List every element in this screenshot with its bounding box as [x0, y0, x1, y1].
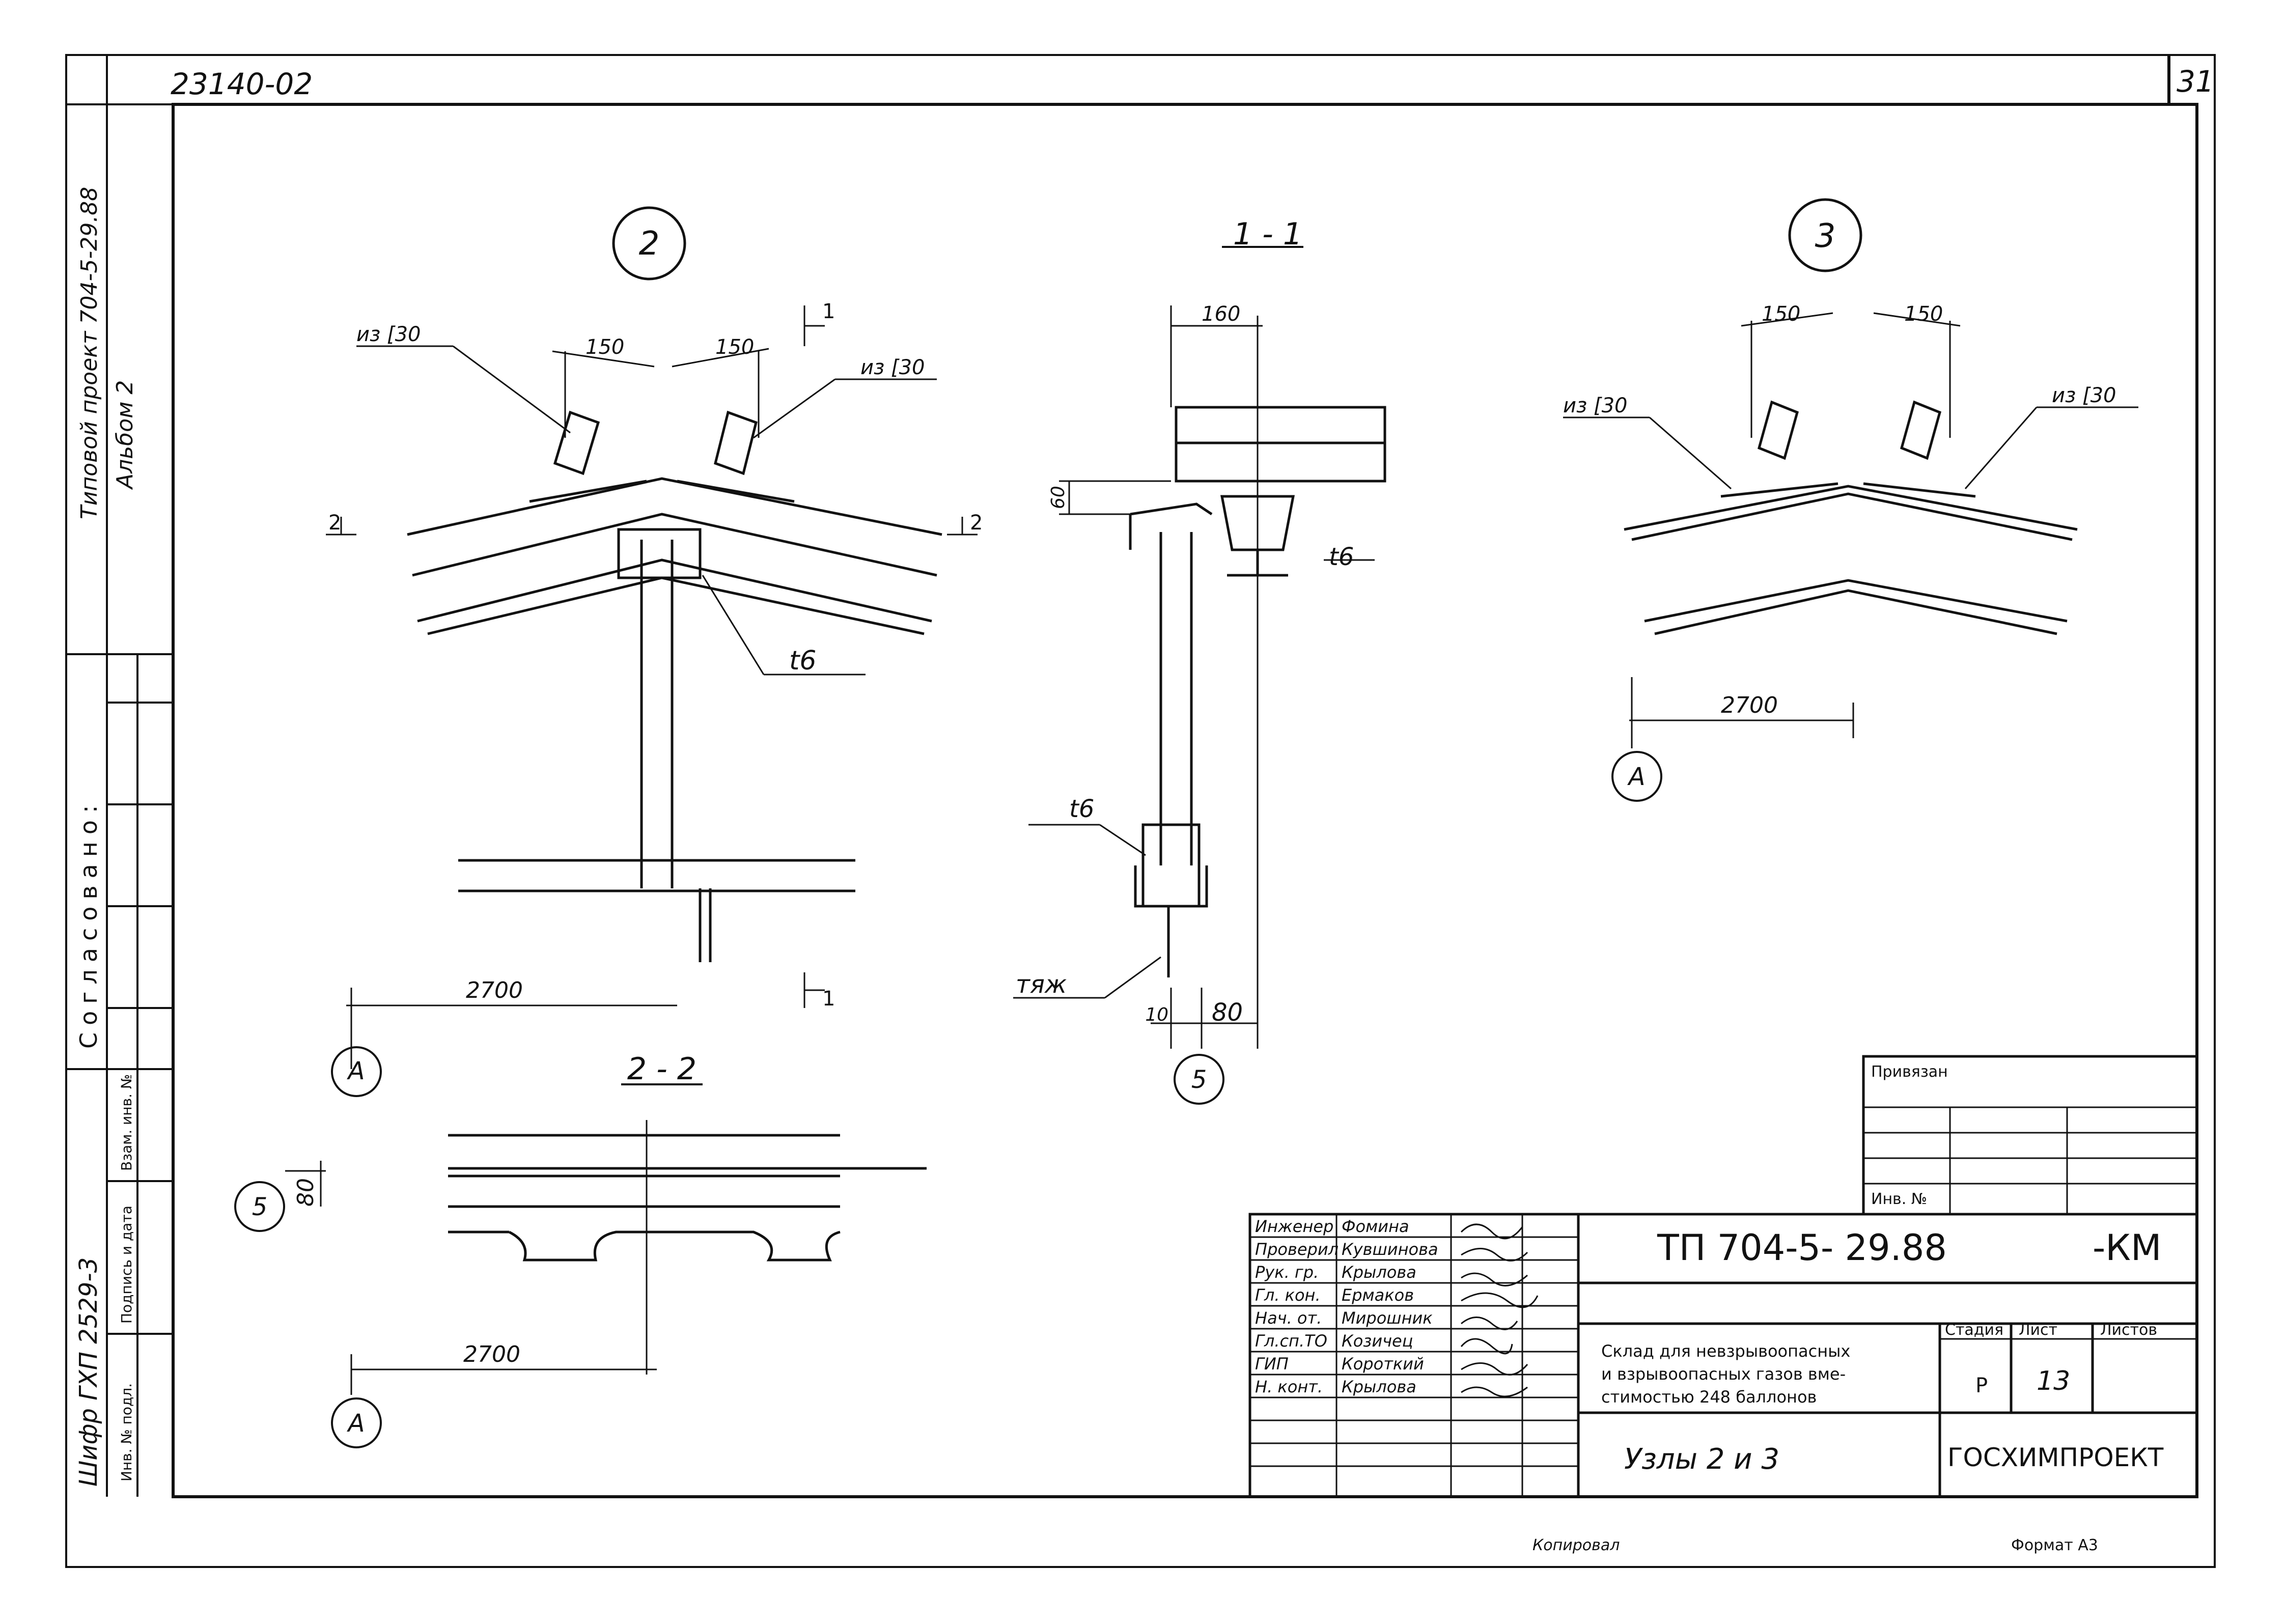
sheet-title: Узлы 2 и 3 — [1624, 1443, 1779, 1476]
left-side-strip — [66, 55, 173, 1497]
section-2-2-axis-a: А — [347, 1409, 365, 1438]
name-0: Фомина — [1342, 1217, 1409, 1236]
node-3-axis-label: А — [1627, 763, 1646, 791]
section-1-1-plate-bottom: t6 — [1069, 795, 1094, 823]
node-2-title: 2 — [639, 225, 660, 263]
inv-label: Инв. № — [1871, 1190, 1927, 1208]
side-col-orig-inv: Инв. № подл. — [118, 1383, 135, 1481]
section-2-2-dim-80: 80 — [293, 1178, 319, 1207]
node-2-section-2-right: 2 — [970, 511, 983, 535]
footer-copied: Копировал — [1532, 1536, 1620, 1554]
node-2-dim-150-right: 150 — [715, 335, 754, 359]
section-1-1-dim-160: 160 — [1202, 302, 1240, 326]
role-1: Проверил — [1255, 1240, 1339, 1259]
node-3-title: 3 — [1815, 217, 1836, 255]
role-7: Н. конт. — [1255, 1377, 1323, 1396]
stage-label: Стадия — [1945, 1321, 2003, 1339]
node-2-axis-label: А — [347, 1057, 365, 1085]
name-4: Мирошник — [1342, 1308, 1433, 1328]
organization: ГОСХИМПРОЕКТ — [1947, 1443, 2164, 1472]
object-line-2: и взрывоопасных газов вме- — [1601, 1364, 1846, 1384]
sheet-label: Лист — [2019, 1321, 2057, 1339]
footer-format: Формат А3 — [2011, 1536, 2098, 1554]
doc-code: ТП 704-5- 29.88 — [1657, 1227, 1947, 1269]
node-3-c30-right: из [30 — [2052, 384, 2116, 407]
role-2: Рук. гр. — [1255, 1263, 1319, 1282]
node-3-dim-150-right: 150 — [1904, 302, 1943, 326]
side-col-sign-date: Подпись и дата — [118, 1206, 135, 1324]
side-project-text: Типовой проект 704-5-29.88 — [76, 187, 102, 519]
section-1-1-plate-top: t6 — [1329, 543, 1354, 571]
node-2-dim-150-left: 150 — [586, 335, 624, 359]
node-2-c30-right: из [30 — [860, 356, 925, 379]
section-2-2-title: 2 - 2 — [627, 1051, 696, 1087]
section-1-1-drawing — [1013, 246, 1386, 1105]
section-1-1-dim-10: 10 — [1145, 1004, 1168, 1025]
name-6: Короткий — [1342, 1354, 1424, 1374]
node-3-dim-2700: 2700 — [1721, 692, 1778, 718]
node-2-section-1-top: 1 — [822, 300, 835, 323]
node-2-c30-left: из [30 — [356, 323, 421, 346]
object-line-3: стимостью 248 баллонов — [1601, 1387, 1817, 1407]
section-2-2-axis-5: 5 — [252, 1193, 268, 1221]
sheets-label: Листов — [2100, 1321, 2157, 1339]
node-2-plate-label: t6 — [789, 646, 816, 676]
name-3: Ермаков — [1342, 1285, 1414, 1305]
node-2-section-1-bottom: 1 — [822, 987, 835, 1011]
section-1-1-dim-80: 80 — [1212, 998, 1243, 1027]
sheet-value: 13 — [2037, 1366, 2070, 1396]
side-cipher-text: Шифр ГХП 2529-3 — [74, 1257, 103, 1487]
role-4: Нач. от. — [1255, 1308, 1322, 1328]
role-6: ГИП — [1255, 1354, 1289, 1374]
section-1-1-tie-label: тяж — [1016, 970, 1067, 999]
sheet-corner-number: 31 — [2177, 64, 2214, 99]
stage-value: Р — [1975, 1374, 1988, 1397]
section-1-1-title: 1 - 1 — [1233, 216, 1302, 252]
node-3-c30-left: из [30 — [1563, 394, 1627, 417]
name-2: Крылова — [1342, 1263, 1416, 1282]
section-1-1-axis-label: 5 — [1191, 1066, 1207, 1094]
node-2-dim-2700: 2700 — [466, 977, 523, 1003]
object-line-1: Склад для невзрывоопасных — [1601, 1341, 1850, 1361]
role-3: Гл. кон. — [1255, 1285, 1321, 1305]
name-1: Кувшинова — [1342, 1240, 1438, 1259]
node-2-drawing — [326, 206, 978, 1097]
node-3-drawing — [1563, 198, 2138, 802]
name-5: Козичец — [1342, 1331, 1413, 1351]
node-3-dim-150-left: 150 — [1762, 302, 1800, 326]
role-0: Инженер — [1255, 1217, 1333, 1236]
binding-label: Привязан — [1871, 1063, 1948, 1081]
node-2-section-2-left: 2 — [328, 511, 341, 535]
sheet-frame — [65, 54, 2216, 1568]
side-album-text: Альбом 2 — [112, 380, 138, 490]
title-block — [1248, 1055, 2198, 1498]
top-code: 23140-02 — [171, 67, 313, 101]
signatures — [1460, 1223, 1539, 1397]
name-7: Крылова — [1342, 1377, 1416, 1396]
section-2-2-drawing — [234, 1083, 927, 1448]
doc-suffix: -КМ — [2093, 1227, 2161, 1269]
section-2-2-dim-2700: 2700 — [463, 1341, 520, 1367]
side-col-replace-inv: Взам. инв. № — [118, 1074, 135, 1171]
role-5: Гл.сп.ТО — [1255, 1331, 1327, 1351]
section-1-1-dim-60: 60 — [1048, 486, 1069, 509]
side-agreed-text: Согласовано: — [75, 798, 102, 1049]
